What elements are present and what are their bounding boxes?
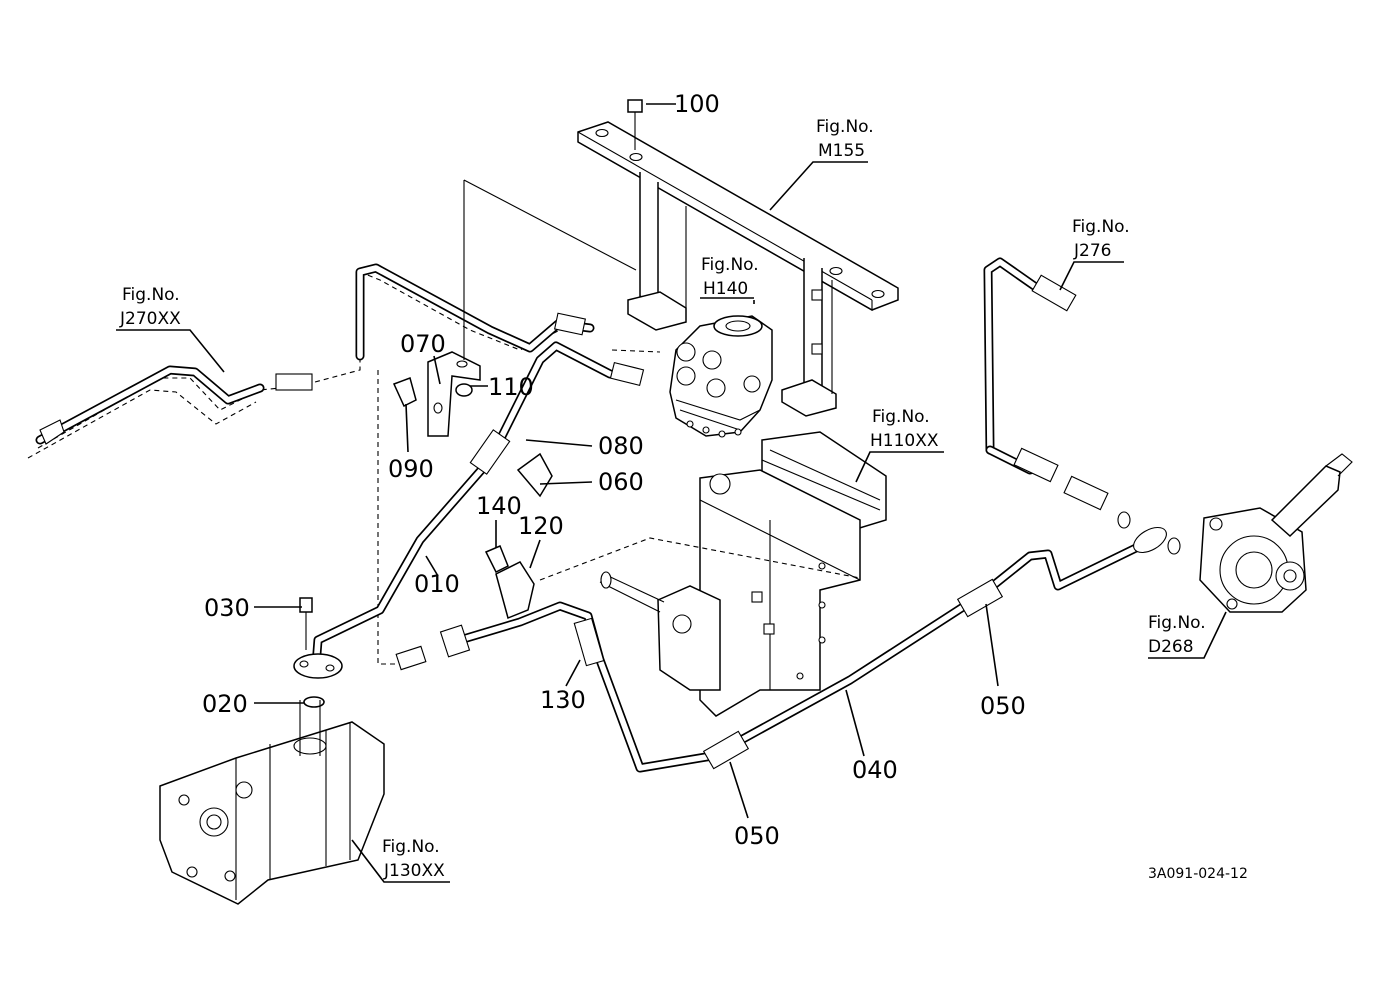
figure-ref-j270xx: Fig.No. J270XX — [119, 285, 181, 329]
clamp-120 — [495, 561, 535, 620]
fig-number: J270XX — [119, 309, 181, 329]
fig-label: Fig.No. — [872, 407, 930, 427]
o-ring-020 — [303, 696, 325, 708]
fig-number: J130XX — [383, 861, 445, 881]
pipe-j270xx-top — [275, 263, 595, 391]
bolt-100 — [627, 99, 643, 150]
fig-number: M155 — [818, 141, 865, 161]
fig-label: Fig.No. — [1148, 613, 1206, 633]
dashed-pipe-j270xx — [27, 271, 661, 665]
fig-label: Fig.No. — [1072, 217, 1130, 237]
pipe-130 — [395, 601, 717, 773]
pipe-j276 — [983, 257, 1181, 555]
callout-040: 040 — [852, 756, 898, 784]
pipe-010 — [311, 341, 645, 671]
callout-050-right: 050 — [980, 692, 1026, 720]
figure-ref-h140: Fig.No. H140 — [701, 255, 759, 299]
callout-020: 020 — [202, 690, 248, 718]
callout-100: 100 — [674, 90, 720, 118]
valve-d268 — [1199, 453, 1353, 613]
callout-080: 080 — [598, 432, 644, 460]
fig-label: Fig.No. — [816, 117, 874, 137]
fig-label: Fig.No. — [122, 285, 180, 305]
bolt-090 — [392, 377, 417, 408]
pump-j130xx — [159, 700, 385, 905]
nut-110 — [455, 383, 473, 397]
callout-130: 130 — [540, 686, 586, 714]
fig-number: D268 — [1148, 637, 1194, 657]
callout-060: 060 — [598, 468, 644, 496]
figure-ref-h110xx: Fig.No. H110XX — [870, 407, 939, 451]
steering-unit-h140 — [669, 315, 773, 438]
plate-assembly-h110xx — [539, 431, 887, 717]
callout-120: 120 — [518, 512, 564, 540]
leader-lines — [116, 103, 1227, 883]
figure-ref-j130xx: Fig.No. J130XX — [382, 837, 445, 881]
pipe-j270xx-left — [35, 365, 265, 445]
figure-ref-j276: Fig.No. J276 — [1072, 217, 1130, 261]
pipe-040 — [702, 526, 1167, 770]
drawing-code: 3A091-024-12 — [1148, 866, 1248, 882]
figure-ref-m155: Fig.No. M155 — [816, 117, 874, 161]
callout-030: 030 — [204, 594, 250, 622]
bracket-070 — [427, 351, 481, 437]
flange-030 — [293, 597, 343, 679]
callout-110: 110 — [488, 373, 534, 401]
callout-050-bottom: 050 — [734, 822, 780, 850]
callout-070: 070 — [400, 330, 446, 358]
bolt-140 — [484, 545, 509, 574]
callouts: 100 070 110 090 080 060 140 120 010 030 … — [202, 90, 1026, 850]
clamp-060 — [516, 452, 553, 498]
fig-number: J276 — [1073, 241, 1111, 261]
callout-140: 140 — [476, 492, 522, 520]
fig-label: Fig.No. — [382, 837, 440, 857]
callout-090: 090 — [388, 455, 434, 483]
fig-label: Fig.No. — [701, 255, 759, 275]
figure-ref-d268: Fig.No. D268 — [1148, 613, 1206, 657]
fig-number: H110XX — [870, 431, 939, 451]
callout-010: 010 — [414, 570, 460, 598]
fig-number: H140 — [703, 279, 748, 299]
bracket-m155 — [577, 121, 899, 417]
